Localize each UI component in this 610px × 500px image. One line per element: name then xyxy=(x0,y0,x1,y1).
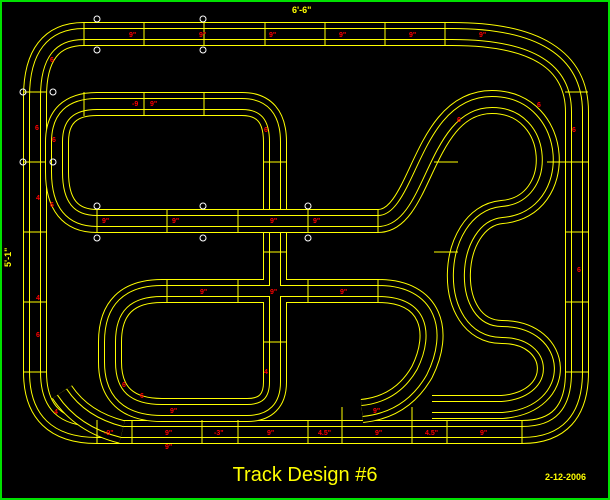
track-label: 9" xyxy=(150,101,157,108)
track-label: 9" xyxy=(313,218,320,225)
track-label: -9 xyxy=(132,101,138,108)
track-label: 6 xyxy=(537,102,541,109)
mount-marker-icon xyxy=(304,202,312,210)
mount-marker-icon xyxy=(199,234,207,242)
bottom-inner-track xyxy=(52,384,126,444)
track-label: 4 xyxy=(54,409,58,416)
track-label: 9" xyxy=(172,218,179,225)
track-label: 6 xyxy=(572,127,576,134)
center-vertical-track-center xyxy=(105,252,437,416)
mount-marker-icon xyxy=(49,158,57,166)
mount-marker-icon xyxy=(199,46,207,54)
track-label: 9" xyxy=(373,408,380,415)
track-label: 6 xyxy=(36,332,40,339)
center-straight-track-center xyxy=(97,96,554,412)
bottom-inner-track-center xyxy=(57,389,124,437)
track-label: -3" xyxy=(214,430,224,437)
upper-left-loop-track xyxy=(45,92,287,252)
center-straight-track-outer-edge xyxy=(97,89,561,419)
mount-marker-icon xyxy=(93,15,101,23)
center-straight-track-lane-lines xyxy=(97,95,555,413)
track-label: 9" xyxy=(199,32,206,39)
center-vertical-track xyxy=(98,252,444,423)
outer-loop-track xyxy=(23,21,589,444)
track-label: 9" xyxy=(375,430,382,437)
track-label: 6 xyxy=(52,137,56,144)
track-label: 6 xyxy=(35,125,39,132)
mounting-markers xyxy=(19,15,312,242)
mount-marker-icon xyxy=(19,88,27,96)
track-label: 6 xyxy=(140,393,144,400)
mount-marker-icon xyxy=(304,234,312,242)
track-label: 6 xyxy=(50,202,54,209)
outer-loop-track-center xyxy=(30,29,582,437)
track-label: 9" xyxy=(165,430,172,437)
track-label: 9" xyxy=(270,218,277,225)
section-dividers xyxy=(24,22,588,444)
track-label: 6 xyxy=(264,127,268,134)
track-label: 9" xyxy=(267,430,274,437)
mount-marker-icon xyxy=(93,202,101,210)
track-label: 4 xyxy=(36,295,40,302)
upper-left-loop-track-center xyxy=(52,99,280,252)
track-labels: 9" 9" 9" 9" 9" 9" -9 9" 9" 9" 9" 9" 9" 9" 9" -9" 9" -3" 9"… xyxy=(35,32,581,451)
track-label: 9" xyxy=(480,430,487,437)
track-label: 9" xyxy=(409,32,416,39)
track-label: 9" xyxy=(200,289,207,296)
mount-marker-icon xyxy=(49,88,57,96)
track-label: 9" xyxy=(129,32,136,39)
track-label: 6 xyxy=(457,117,461,124)
mount-marker-icon xyxy=(93,234,101,242)
width-dimension: 6'-6" xyxy=(292,5,311,15)
track-label: 9" xyxy=(170,408,177,415)
mount-marker-icon xyxy=(199,15,207,23)
track-label: 4 xyxy=(264,369,268,376)
center-straight-track xyxy=(97,89,561,419)
track-label: 6 xyxy=(50,57,54,64)
mount-marker-icon xyxy=(199,202,207,210)
track-label: 9" xyxy=(340,289,347,296)
track-label: 4.5" xyxy=(318,430,331,437)
track-label: 9" xyxy=(479,32,486,39)
track-label: 6 xyxy=(577,267,581,274)
track-label: 9" xyxy=(269,32,276,39)
center-straight-track-surface xyxy=(97,90,560,418)
drawing-date: 2-12-2006 xyxy=(544,472,586,482)
track-pieces xyxy=(23,21,589,444)
track-label: -9" xyxy=(104,430,114,437)
track-label: 6 xyxy=(122,382,126,389)
mount-marker-icon xyxy=(93,46,101,54)
track-label: 9" xyxy=(102,218,109,225)
drawing-title: Track Design #6 xyxy=(232,464,378,486)
track-label: 9" xyxy=(165,444,172,451)
height-dimension: 5'-1" xyxy=(3,248,13,267)
track-label: 9" xyxy=(339,32,346,39)
mount-marker-icon xyxy=(19,158,27,166)
track-label: 4.5" xyxy=(425,430,438,437)
track-label: 9" xyxy=(270,289,277,296)
track-label: 4 xyxy=(36,195,40,202)
